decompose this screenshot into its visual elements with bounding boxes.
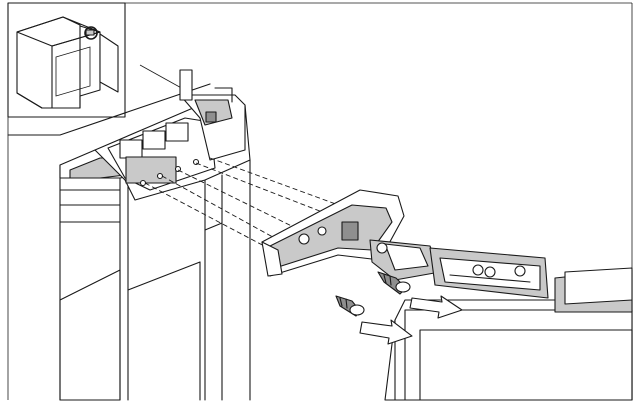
pull-direction-arrow-icon [409, 295, 463, 319]
mounting-bracket [119, 122, 200, 187]
screw-icon [377, 271, 411, 295]
appliance-cabinet-icon [16, 16, 119, 109]
hinge-location-circle-icon [84, 26, 98, 40]
screw-icon [335, 295, 365, 317]
appliance-body [7, 64, 251, 401]
hinge-assembly [261, 189, 549, 299]
inset-detail-box [7, 2, 126, 118]
upper-hinge-block [139, 64, 246, 161]
pull-direction-arrow-icon [359, 319, 413, 345]
appliance-door [384, 267, 633, 401]
